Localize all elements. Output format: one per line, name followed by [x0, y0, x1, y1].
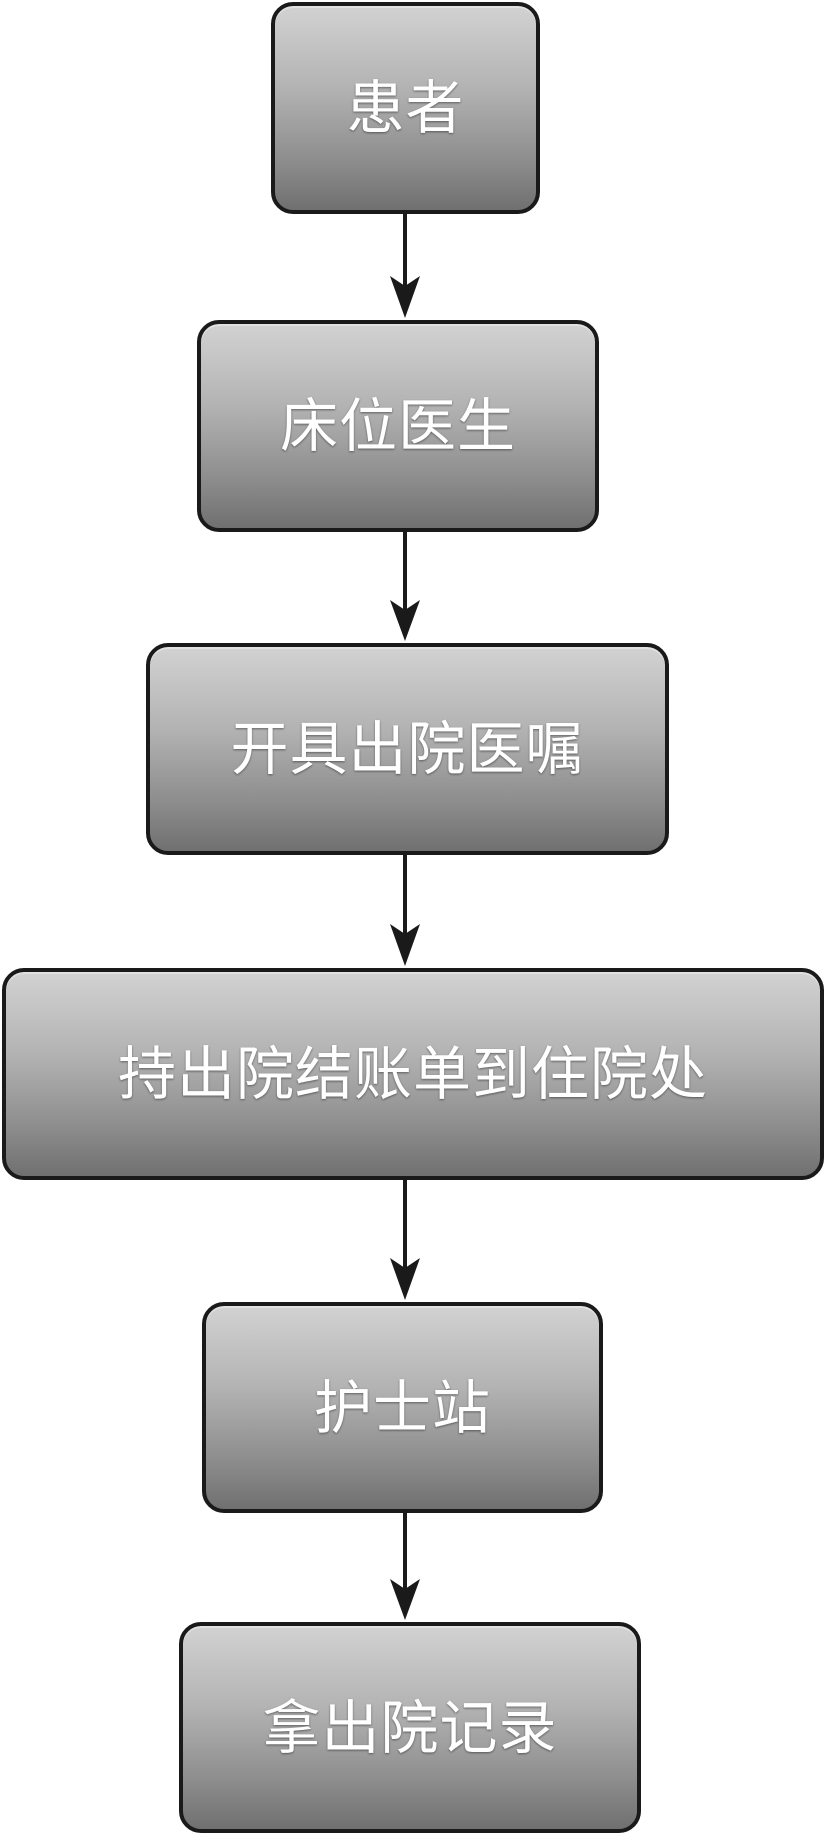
step-settlement-box: 持出院结账单到住院处: [2, 968, 824, 1180]
step-nurse-station-label: 护士站: [313, 1373, 491, 1442]
arrow-patient-to-bed-doctor: [390, 214, 420, 318]
step-bed-doctor-label: 床位医生: [279, 392, 516, 460]
step-discharge-order-box: 开具出院医嘱: [146, 643, 669, 855]
step-bed-doctor-box: 床位医生: [197, 320, 599, 532]
step-patient-label: 患者: [346, 74, 465, 142]
step-patient-box: 患者: [271, 2, 540, 214]
step-discharge-record-label: 拿出院记录: [262, 1693, 558, 1762]
arrow-settlement-to-nurse-station: [390, 1180, 420, 1300]
step-settlement-label: 持出院结账单到住院处: [117, 1040, 708, 1108]
arrow-nurse-station-to-discharge-record: [390, 1513, 420, 1620]
arrow-bed-doctor-to-discharge-order: [390, 532, 420, 641]
step-nurse-station-box: 护士站: [202, 1302, 603, 1513]
step-discharge-order-label: 开具出院医嘱: [230, 715, 585, 783]
arrow-discharge-order-to-settlement: [390, 855, 420, 966]
step-discharge-record-box: 拿出院记录: [179, 1622, 641, 1833]
